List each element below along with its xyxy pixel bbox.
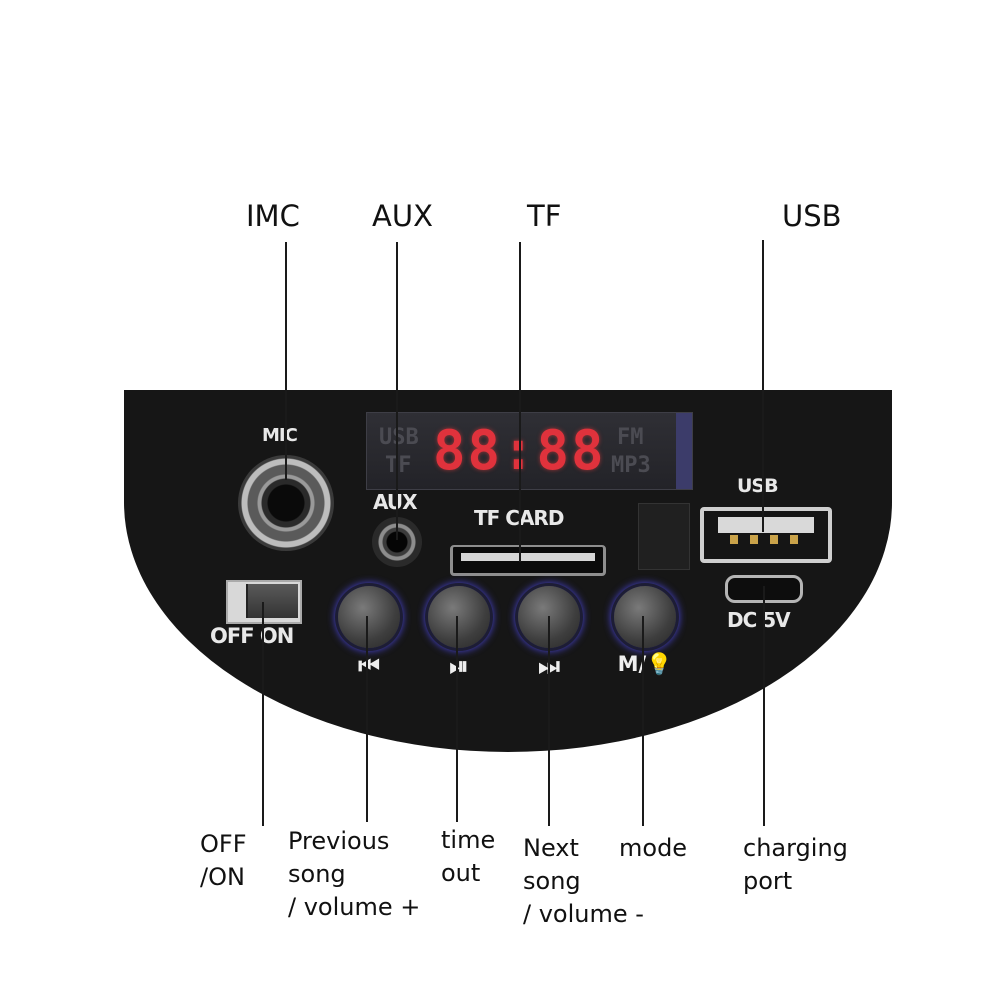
- callout-mode: mode: [619, 834, 688, 862]
- usb-label: USB: [737, 475, 779, 497]
- mode-button[interactable]: [614, 586, 676, 648]
- previous-track-icon: ⏮: [358, 652, 380, 680]
- dc-5v-label: DC 5V: [727, 608, 791, 632]
- play-pause-button[interactable]: [428, 586, 490, 648]
- callout-usb: USB: [782, 199, 842, 233]
- display-edge-strip: [676, 413, 692, 489]
- leader-line-time-out: [456, 616, 458, 822]
- off-on-label: OFF ON: [210, 624, 294, 648]
- leader-line-previous: [366, 616, 368, 822]
- leader-line-mode: [642, 616, 644, 826]
- leader-line-charging: [763, 586, 765, 826]
- leader-line-tf: [519, 242, 521, 562]
- usb-pin: [730, 535, 738, 544]
- mic-label: MIC: [262, 425, 298, 446]
- callout-aux: AUX: [372, 199, 433, 233]
- ir-receiver-window: [638, 503, 690, 570]
- led-display: USB TF 88:88 FM MP3: [366, 412, 693, 490]
- usb-pin: [750, 535, 758, 544]
- display-digits: 88:88: [433, 419, 606, 482]
- callout-charging-port: charging port: [743, 834, 848, 895]
- display-tf-indicator: TF: [385, 453, 412, 478]
- callout-tf: TF: [527, 199, 562, 233]
- leader-line-usb: [762, 240, 764, 532]
- usb-pin: [770, 535, 778, 544]
- usb-port[interactable]: [700, 507, 832, 563]
- tf-card-slot[interactable]: [450, 545, 606, 576]
- callout-time-out: time out: [441, 826, 496, 887]
- usb-port-tongue: [718, 517, 814, 533]
- mode-light-icon: M/💡: [617, 652, 673, 676]
- leader-line-aux: [396, 242, 398, 540]
- leader-line-imc: [285, 242, 287, 480]
- callout-previous-song: Previous song / volume +: [288, 827, 421, 921]
- display-mp3-indicator: MP3: [611, 453, 651, 478]
- display-fm-indicator: FM: [617, 425, 644, 450]
- aux-label: AUX: [373, 490, 418, 514]
- display-usb-indicator: USB: [379, 425, 419, 450]
- callout-next-song: Next song / volume -: [523, 834, 644, 928]
- previous-button[interactable]: [338, 586, 400, 648]
- leader-line-off-on: [262, 602, 264, 826]
- leader-line-next: [548, 616, 550, 826]
- power-switch[interactable]: [246, 584, 298, 618]
- usb-pin: [790, 535, 798, 544]
- play-pause-icon: ⏯: [449, 652, 469, 680]
- callout-off-on: OFF /ON: [200, 830, 247, 891]
- callout-imc: IMC: [246, 199, 300, 233]
